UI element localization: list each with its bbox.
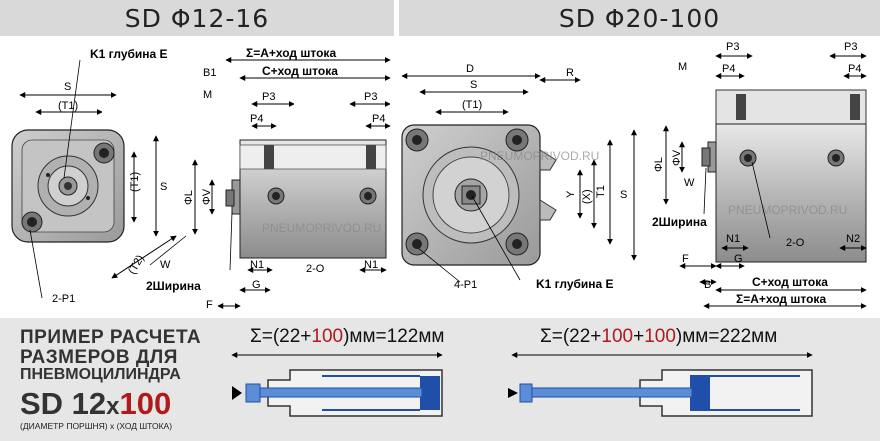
side-view-small: PNEUMOPRIVOD.RU Σ=A+ход штока C+ход шток… bbox=[146, 46, 391, 311]
label-b-right: B bbox=[704, 279, 711, 291]
label-shirina-left: 2Ширина bbox=[146, 279, 201, 293]
label-n1-left-b: N1 bbox=[364, 259, 378, 271]
label-n2-right: N2 bbox=[846, 233, 860, 245]
header-right: SD Φ20-100 bbox=[399, 0, 880, 36]
label-p3-left-b: P3 bbox=[364, 91, 377, 103]
label-t1b-right: T1 bbox=[595, 185, 607, 198]
f2-d: 100 bbox=[644, 326, 676, 347]
label-sum-right: Σ=A+ход штока bbox=[736, 292, 826, 306]
label-s-small: S bbox=[64, 81, 71, 93]
label-p3-left-a: P3 bbox=[262, 91, 275, 103]
drawing-canvas: S (T1) S (T1) (T2) W K1 глубина E 2-P1 P… bbox=[11, 41, 867, 311]
f2-b: 100 bbox=[601, 326, 634, 347]
label-l-left: ΦL bbox=[183, 190, 195, 205]
example-note: (ДИАМЕТР ПОРШНЯ) x (ХОД ШТОКА) bbox=[20, 421, 173, 431]
example-model: SD 12x100 bbox=[20, 386, 171, 422]
example-diagrams bbox=[231, 352, 813, 417]
label-g-right: G bbox=[734, 253, 743, 265]
label-x-right: (X) bbox=[581, 189, 593, 204]
label-n1-right: N1 bbox=[726, 233, 740, 245]
label-s-side-small: S bbox=[160, 181, 167, 193]
label-c-right: C+ход штока bbox=[752, 275, 828, 289]
label-p3-right-b: P3 bbox=[844, 41, 857, 53]
model-stroke: 100 bbox=[119, 386, 172, 421]
side-view-large: PNEUMOPRIVOD.RU P3 P3 P4 P4 M ΦL ΦV W 2Ш… bbox=[652, 41, 867, 309]
label-g-left: G bbox=[252, 279, 261, 291]
f1-b: 100 bbox=[311, 326, 344, 347]
example-cylinder-1 bbox=[232, 369, 443, 417]
label-m-right: M bbox=[678, 61, 687, 73]
label-o-left: 2-O bbox=[306, 263, 325, 275]
label-p4-right-b: P4 bbox=[848, 63, 861, 75]
model-x: x bbox=[106, 393, 120, 420]
label-p4-left-b: P4 bbox=[372, 113, 385, 125]
watermark-right-side: PNEUMOPRIVOD.RU bbox=[728, 203, 847, 217]
f1-c: )мм=122мм bbox=[343, 326, 445, 347]
label-v-right: ΦV bbox=[671, 149, 683, 166]
label-d-right: D bbox=[466, 63, 474, 75]
f2-c: + bbox=[633, 326, 645, 347]
label-n1-left-a: N1 bbox=[250, 259, 264, 271]
label-o-right: 2-O bbox=[786, 237, 805, 249]
label-t1-side-small: (T1) bbox=[129, 172, 141, 192]
label-w-small: W bbox=[160, 259, 171, 271]
label-s-right: S bbox=[470, 79, 477, 91]
f1-a: Σ=(22+ bbox=[250, 326, 312, 347]
f2-a: Σ=(22+ bbox=[540, 326, 602, 347]
watermark-right-front: PNEUMOPRIVOD.RU bbox=[480, 149, 599, 163]
label-s-side-right: S bbox=[620, 189, 627, 201]
formula-double: Σ=(22+100+100)мм=222мм bbox=[540, 326, 777, 348]
example-title-line2: РАЗМЕРОВ ДЛЯ bbox=[20, 347, 178, 368]
label-b1-left: B1 bbox=[203, 67, 216, 79]
label-k1-right: K1 глубина E bbox=[536, 277, 614, 291]
model-prefix: SD 12 bbox=[20, 386, 107, 421]
label-p3-right-a: P3 bbox=[726, 41, 739, 53]
front-view-small: S (T1) S (T1) (T2) W K1 глубина E 2-P1 bbox=[11, 47, 187, 305]
label-w-right: W bbox=[684, 177, 695, 189]
example-panel: ПРИМЕР РАСЧЕТА РАЗМЕРОВ ДЛЯ ПНЕВМОЦИЛИНД… bbox=[0, 318, 880, 441]
header-left: SD Φ12-16 bbox=[0, 0, 394, 36]
label-t1-small: (T1) bbox=[58, 100, 78, 112]
label-shirina-right: 2Ширина bbox=[652, 215, 707, 229]
front-view-large: PNEUMOPRIVOD.RU D S (T1) R S T1 Y (X) K1… bbox=[401, 63, 637, 291]
example-title-line3: ПНЕВМОЦИЛИНДРА bbox=[20, 366, 181, 383]
label-t1-right: (T1) bbox=[462, 99, 482, 111]
label-c-left: C+ход штока bbox=[262, 64, 338, 78]
watermark-left: PNEUMOPRIVOD.RU bbox=[262, 221, 381, 235]
example-title-line1: ПРИМЕР РАСЧЕТА bbox=[20, 327, 202, 348]
label-t2-small: (T2) bbox=[126, 253, 146, 276]
label-y-right: Y bbox=[565, 190, 577, 198]
label-p4-right-a: P4 bbox=[722, 63, 735, 75]
label-sum-left: Σ=A+ход штока bbox=[246, 46, 336, 60]
label-p4-left-a: P4 bbox=[250, 113, 263, 125]
label-f-right: F bbox=[682, 253, 689, 265]
f2-e: )мм=222мм bbox=[675, 326, 778, 347]
label-p1-right: 4-P1 bbox=[454, 279, 477, 291]
label-v-left: ΦV bbox=[201, 188, 213, 205]
label-k1-small: K1 глубина E bbox=[90, 47, 168, 61]
label-l-right: ΦL bbox=[653, 157, 665, 172]
label-m-left: M bbox=[203, 89, 212, 101]
formula-single: Σ=(22+100)мм=122мм bbox=[250, 326, 444, 348]
label-r-right: R bbox=[566, 67, 574, 79]
label-f-left: F bbox=[206, 299, 213, 311]
example-cylinder-2 bbox=[508, 369, 813, 417]
label-p1-small: 2-P1 bbox=[52, 293, 75, 305]
